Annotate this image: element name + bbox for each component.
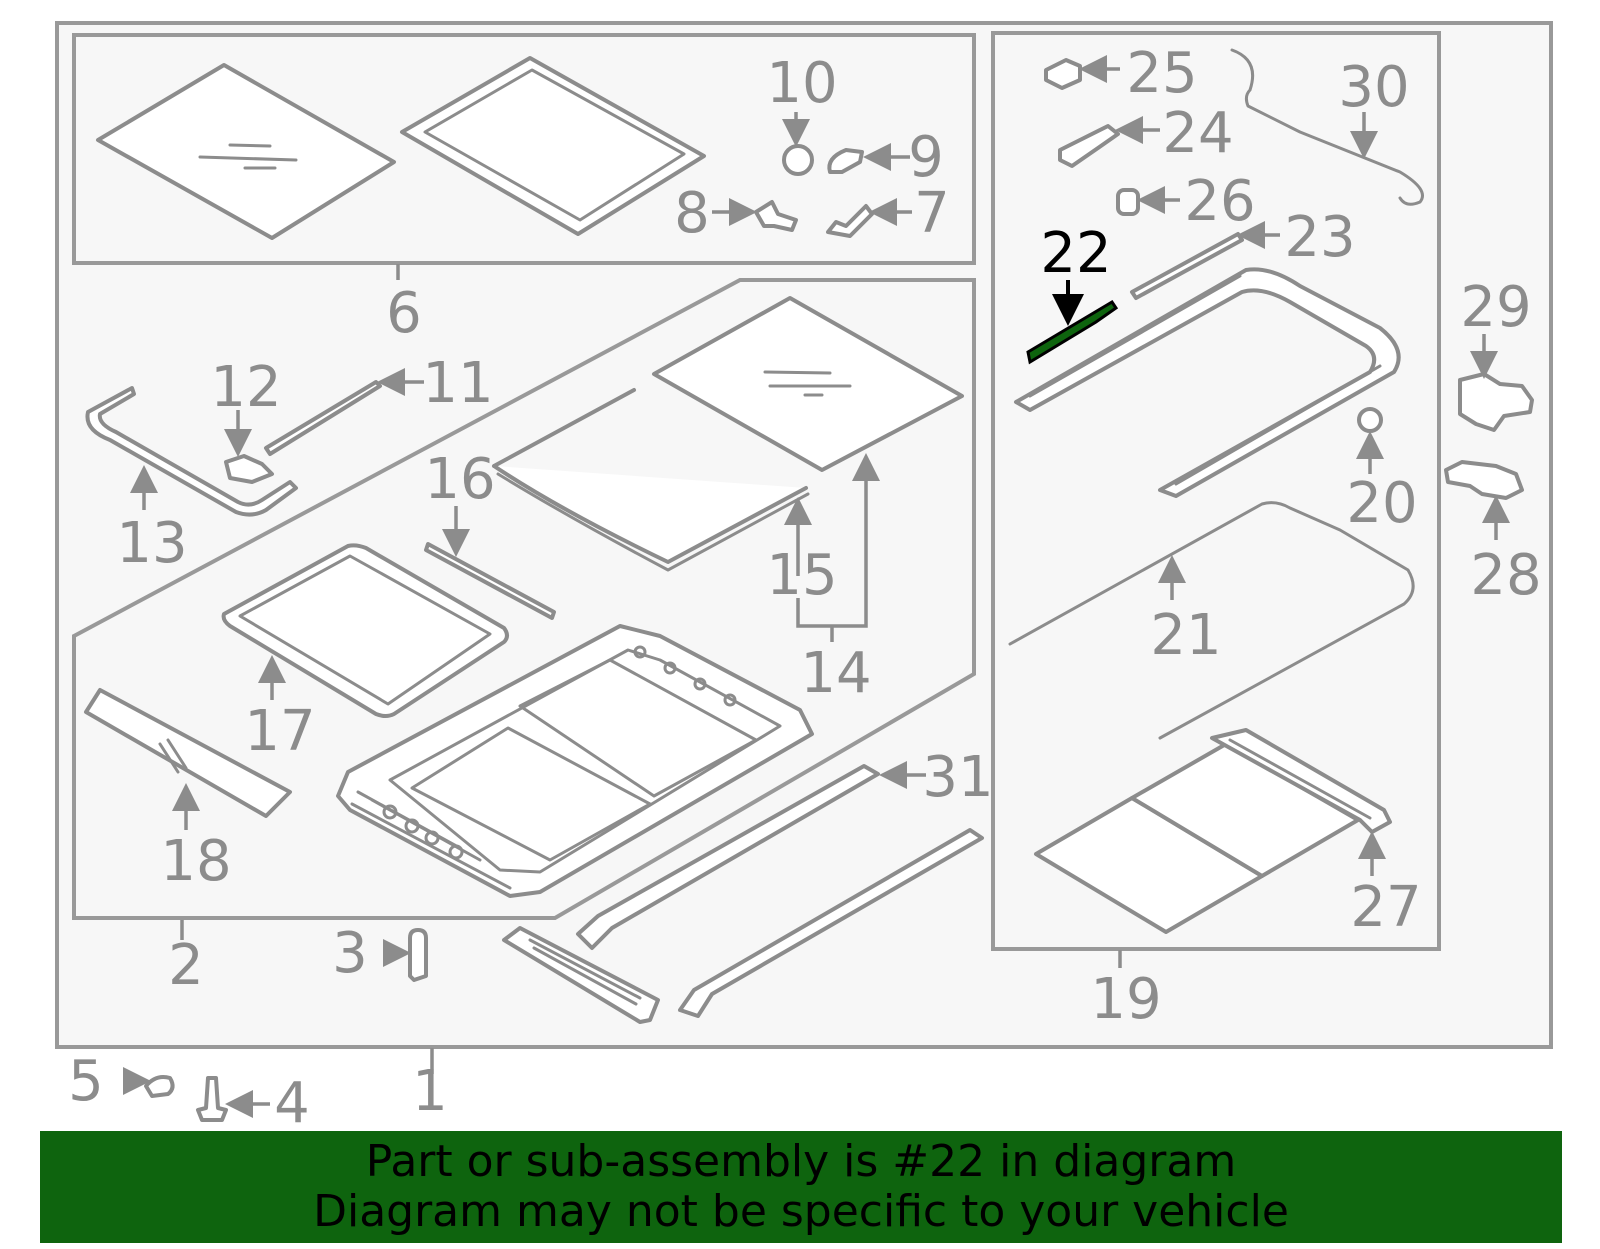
motor-28 [1444,460,1524,500]
callout-27: 27 [1350,875,1421,940]
callout-8: 8 [674,181,710,246]
rail-31 [576,764,880,950]
trim-panel-18 [84,688,292,818]
notice-banner: Part or sub-assembly is #22 in diagram D… [40,1131,1562,1243]
seal-16 [424,542,556,620]
nut-5 [144,1075,175,1098]
grommet-10 [782,144,814,176]
frame-assembly-19 [1014,267,1401,498]
inner-glass-17 [221,543,509,718]
bolt-4 [196,1076,228,1122]
callout-12: 12 [210,355,281,420]
callout-26: 26 [1184,169,1255,234]
leader-lines [123,55,1510,1118]
callout-22: 22 [1040,221,1111,286]
rail-22-highlighted [1026,299,1119,365]
clip-7 [826,204,874,238]
cable-21 [1008,501,1415,740]
callout-21: 21 [1150,603,1221,668]
notice-line-2: Diagram may not be specific to your vehi… [313,1186,1289,1237]
clip-9 [827,148,864,174]
motor-29 [1458,372,1534,432]
callout-19: 19 [1090,967,1161,1032]
callout-1: 1 [412,1059,448,1124]
screw-8 [754,200,798,232]
sunshade-27 [1034,728,1392,934]
roof-frame [336,624,814,898]
callout-20: 20 [1346,471,1417,536]
callout-31: 31 [922,745,993,810]
seal-15-b [496,472,810,572]
glass-panel-14 [652,296,964,472]
seal-15 [492,388,808,564]
side-rail [678,828,984,1018]
callout-2: 2 [168,933,204,998]
callout-11: 11 [422,351,493,416]
callout-29: 29 [1460,275,1531,340]
callout-17: 17 [244,699,315,764]
callout-4: 4 [274,1071,310,1136]
callout-5: 5 [68,1049,104,1114]
drain-trough [502,926,660,1024]
callout-16: 16 [424,447,495,512]
callout-13: 13 [116,511,187,576]
callout-15: 15 [766,543,837,608]
callout-25: 25 [1126,41,1197,106]
callout-14: 14 [800,641,871,706]
bracket-24 [1058,124,1120,168]
wind-deflector-13 [85,386,298,517]
pin-20 [1357,407,1383,433]
bolt-3 [408,928,428,982]
callout-30: 30 [1338,55,1409,120]
callout-9: 9 [908,125,944,190]
callout-7: 7 [914,181,950,246]
part-26 [1116,188,1140,216]
callout-24: 24 [1162,101,1233,166]
glass-panel-front [96,63,396,240]
callout-3: 3 [332,921,368,986]
notice-line-1: Part or sub-assembly is #22 in diagram [365,1136,1237,1187]
callout-10: 10 [766,51,837,116]
callout-23: 23 [1284,205,1355,270]
callout-28: 28 [1470,543,1541,608]
glass-panel-rear [400,56,706,236]
callout-18: 18 [160,829,231,894]
callout-6: 6 [386,281,422,346]
cable-30 [1230,48,1424,206]
